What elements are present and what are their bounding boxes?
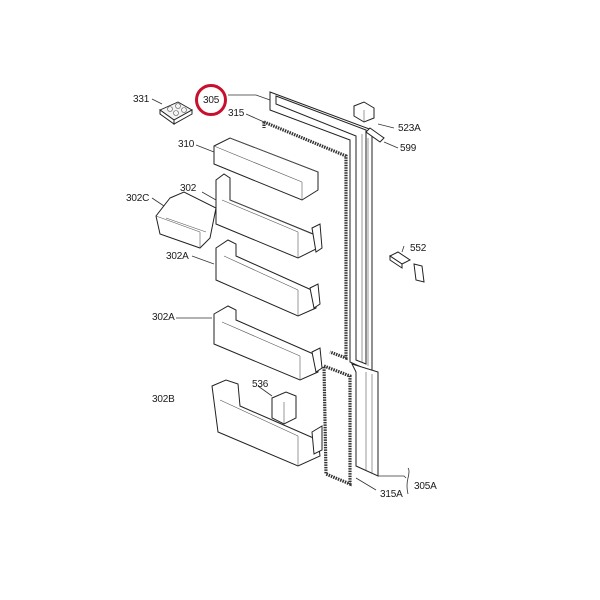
bin-302C[interactable] bbox=[155, 191, 217, 249]
upper-gasket-315[interactable] bbox=[262, 120, 348, 361]
label-552: 552 bbox=[410, 243, 427, 254]
hinge-cover-523A[interactable] bbox=[353, 101, 375, 123]
lower-door-305A[interactable] bbox=[351, 363, 379, 477]
hinge-pin-599[interactable] bbox=[365, 127, 385, 143]
shelf-302A-upper[interactable] bbox=[215, 239, 321, 317]
label-302A-lower: 302A bbox=[152, 312, 175, 323]
label-302C: 302C bbox=[126, 193, 150, 204]
label-315: 315 bbox=[228, 108, 245, 119]
label-310: 310 bbox=[178, 139, 195, 150]
flap-310[interactable] bbox=[213, 137, 319, 201]
label-302: 302 bbox=[180, 183, 197, 194]
shelf-302B[interactable] bbox=[211, 379, 323, 467]
shelf-302A-lower[interactable] bbox=[213, 305, 323, 381]
tray-331[interactable] bbox=[159, 101, 193, 125]
hinge-bracket-552[interactable] bbox=[389, 251, 425, 283]
label-315A: 315A bbox=[380, 489, 403, 500]
bottle-holder-536[interactable] bbox=[271, 391, 297, 425]
lower-gasket-315A[interactable] bbox=[322, 364, 352, 487]
label-305: 305 bbox=[203, 95, 220, 106]
label-305A: 305A bbox=[414, 481, 437, 492]
highlight-circle-305 bbox=[195, 84, 227, 116]
label-302B: 302B bbox=[152, 394, 175, 405]
label-331: 331 bbox=[133, 94, 150, 105]
leader-lines bbox=[151, 94, 410, 495]
label-536: 536 bbox=[252, 379, 269, 390]
label-302A-upper: 302A bbox=[166, 251, 189, 262]
label-599: 599 bbox=[400, 143, 417, 154]
label-523A: 523A bbox=[398, 123, 421, 134]
shelf-302[interactable] bbox=[215, 173, 323, 259]
